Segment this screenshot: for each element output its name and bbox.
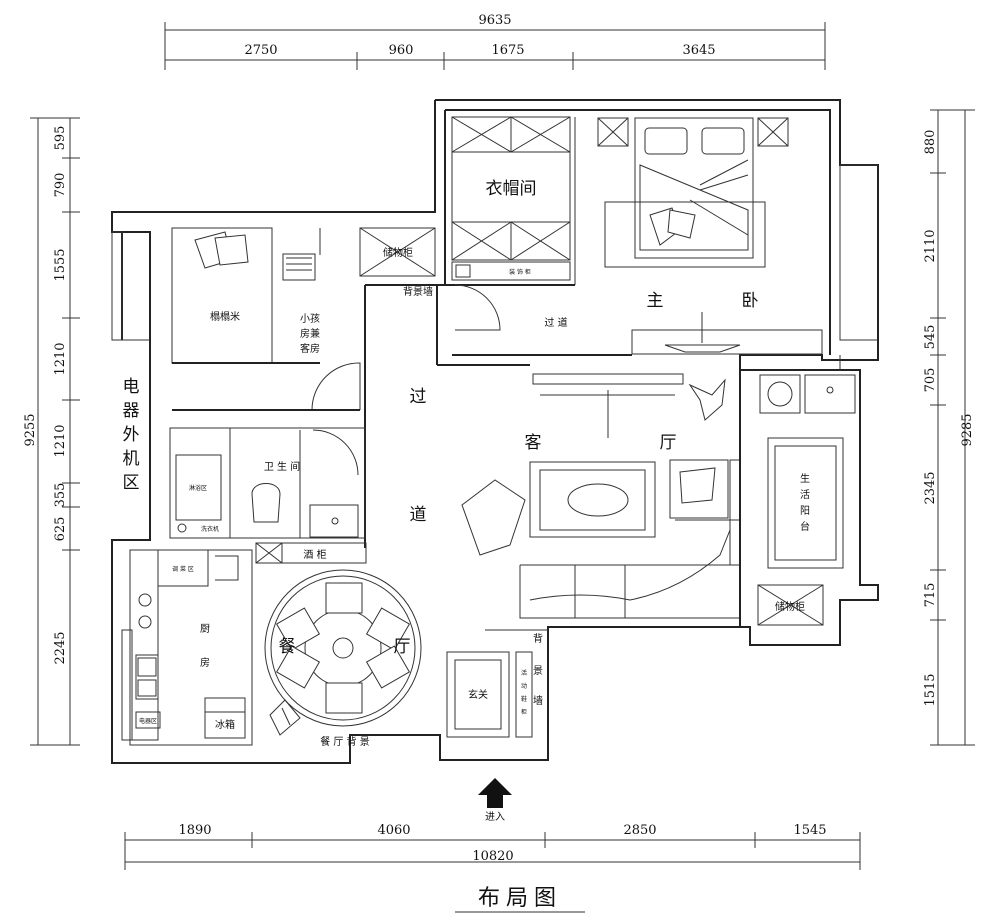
background-wall-right-2: 景 bbox=[533, 665, 543, 677]
master-bedroom-label-2: 卧 bbox=[742, 291, 759, 311]
cloakroom: 装 饰 柜 衣帽间 bbox=[451, 116, 576, 285]
balcony-label-4: 台 bbox=[800, 520, 810, 533]
ac-unit-label-2: 器 bbox=[123, 401, 140, 421]
dim-right-1: 880 bbox=[923, 130, 938, 155]
dim-right-total: 9285 bbox=[960, 413, 975, 446]
dim-top-3: 1675 bbox=[491, 43, 524, 58]
wine-cabinet-label: 酒 柜 bbox=[303, 548, 326, 561]
balcony-label-3: 阳 bbox=[800, 505, 810, 517]
dim-right-3: 545 bbox=[923, 325, 938, 350]
kids-room-label-3: 客房 bbox=[300, 342, 320, 355]
dimension-bottom: 1890 4060 2850 1545 10820 bbox=[124, 823, 861, 870]
dining-label-1: 餐 bbox=[279, 637, 296, 657]
corridor-top-label: 过 道 bbox=[544, 316, 567, 329]
kitchen-appliance-label: 电器区 bbox=[139, 717, 157, 725]
storage-cabinet-top-label: 储物柜 bbox=[383, 246, 413, 259]
dimension-left: 9255 595 790 1555 1210 1210 355 625 2245 bbox=[23, 117, 80, 746]
dim-left-8: 2245 bbox=[53, 631, 68, 664]
dim-right-7: 1515 bbox=[923, 673, 938, 706]
dim-right-2: 2110 bbox=[923, 229, 938, 262]
foyer-label: 玄关 bbox=[468, 688, 488, 701]
dim-top-1: 2750 bbox=[244, 43, 277, 58]
shoe-cabinet-label-1: 活 bbox=[521, 669, 527, 677]
shoe-cabinet-label-4: 柜 bbox=[521, 708, 527, 716]
ac-unit-label-4: 机 bbox=[123, 449, 140, 469]
dim-left-total: 9255 bbox=[23, 413, 38, 446]
background-wall-top-label: 背景墙 bbox=[403, 285, 433, 298]
kids-room-label-1: 小孩 bbox=[300, 312, 320, 325]
living-label-2: 厅 bbox=[660, 433, 677, 453]
bathroom: 淋浴区 洗衣机 卫 生 间 bbox=[169, 427, 366, 539]
wine-cabinet: 酒 柜 bbox=[255, 542, 367, 564]
ac-unit-label-3: 外 bbox=[123, 425, 140, 445]
background-wall-right-3: 墙 bbox=[533, 694, 543, 707]
corridor-left-label-2: 道 bbox=[410, 505, 427, 525]
dim-right-5: 2345 bbox=[923, 471, 938, 504]
dim-right-6: 715 bbox=[923, 583, 938, 608]
dim-top-4: 3645 bbox=[682, 43, 715, 58]
dim-bottom-1: 1890 bbox=[178, 823, 211, 838]
plan-title: 布局图 bbox=[478, 886, 562, 911]
dimension-right: 9285 880 2110 545 705 2345 715 1515 bbox=[923, 109, 975, 746]
foyer: 玄关 活 动 鞋 柜 背 景 墙 bbox=[446, 629, 548, 738]
dim-bottom-total: 10820 bbox=[472, 849, 513, 864]
background-wall-right-1: 背 bbox=[533, 632, 543, 645]
dim-bottom-2: 4060 bbox=[377, 823, 410, 838]
shoe-cabinet-label-2: 动 bbox=[521, 683, 527, 690]
shoe-cabinet-label-3: 鞋 bbox=[521, 695, 527, 703]
dim-left-7: 625 bbox=[53, 517, 68, 542]
storage-cabinet-right-label: 储物柜 bbox=[775, 600, 805, 613]
tatami-kids-room: 榻榻米 小孩 房兼 客房 bbox=[171, 227, 361, 411]
living-label-1: 客 bbox=[525, 433, 542, 453]
dining-background-label: 餐 厅 背 景 bbox=[320, 735, 370, 748]
dim-left-1: 595 bbox=[53, 126, 68, 151]
dim-left-3: 1555 bbox=[53, 248, 68, 281]
dim-bottom-4: 1545 bbox=[793, 823, 826, 838]
interior-walls: 储物柜 背景墙 过 道 bbox=[359, 220, 632, 548]
wash-basin-label: 洗衣机 bbox=[201, 525, 219, 533]
living-balcony: 生 活 阳 台 储物柜 bbox=[757, 374, 856, 626]
dim-top-total: 9635 bbox=[478, 13, 511, 28]
dim-right-4: 705 bbox=[923, 368, 938, 393]
cloakroom-label: 衣帽间 bbox=[486, 179, 537, 199]
bathroom-label: 卫 生 间 bbox=[264, 460, 300, 473]
decor-cabinet-label: 装 饰 柜 bbox=[509, 268, 531, 276]
balcony-label-2: 活 bbox=[800, 489, 810, 501]
dim-left-5: 1210 bbox=[53, 424, 68, 457]
kitchen-label-1: 厨 bbox=[200, 623, 210, 635]
ac-unit-label-1: 电 bbox=[123, 377, 140, 397]
dim-left-6: 355 bbox=[53, 483, 68, 508]
dim-top-2: 960 bbox=[389, 43, 414, 58]
ac-unit-label-5: 区 bbox=[123, 473, 140, 493]
dining-label-2: 厅 bbox=[394, 637, 411, 657]
master-bedroom-label-1: 主 bbox=[647, 291, 664, 311]
dim-left-2: 790 bbox=[53, 173, 68, 198]
entrance-arrow-icon bbox=[478, 778, 512, 808]
corridor-left-label-1: 过 bbox=[410, 387, 427, 407]
kitchen-label-2: 房 bbox=[200, 656, 210, 669]
entrance-label: 进入 bbox=[485, 811, 505, 823]
kids-room-label-2: 房兼 bbox=[300, 327, 320, 340]
kitchen: 调 菜 区 电器区 冰箱 厨 房 bbox=[129, 549, 253, 746]
tatami-label: 榻榻米 bbox=[210, 310, 240, 323]
dining-room: 餐 厅 餐 厅 背 景 bbox=[264, 569, 422, 748]
entrance: 进入 bbox=[478, 778, 512, 823]
dim-bottom-3: 2850 bbox=[623, 823, 656, 838]
kitchen-top-label: 调 菜 区 bbox=[172, 565, 194, 573]
living-room: 客 厅 bbox=[461, 370, 741, 627]
master-bedroom: 主 卧 bbox=[597, 117, 823, 355]
dimension-top: 9635 2750 960 1675 3645 bbox=[164, 13, 826, 70]
shower-area-label: 淋浴区 bbox=[189, 484, 207, 492]
fridge-label: 冰箱 bbox=[215, 718, 235, 731]
dim-left-4: 1210 bbox=[53, 342, 68, 375]
outer-walls bbox=[111, 99, 879, 764]
balcony-label-1: 生 bbox=[800, 472, 810, 485]
